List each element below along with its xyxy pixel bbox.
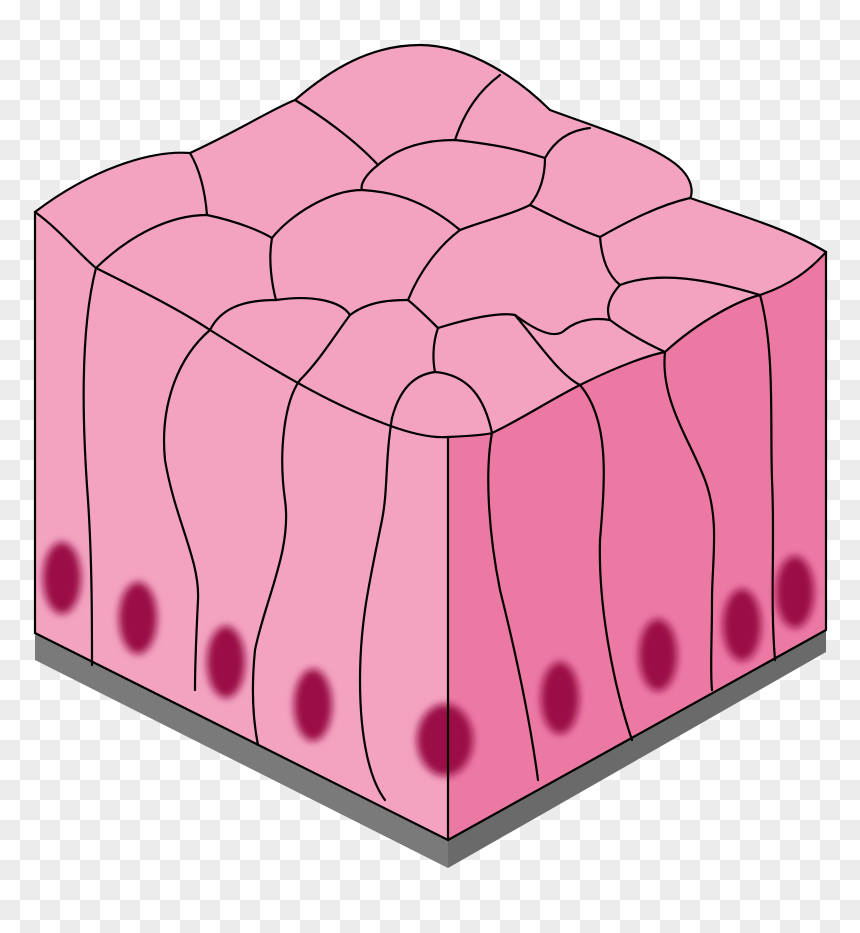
nucleus bbox=[294, 669, 332, 741]
top-cell-edge bbox=[513, 313, 582, 387]
nucleus bbox=[207, 626, 245, 698]
top-cell-edge bbox=[205, 213, 274, 240]
bottom-left-edge bbox=[33, 631, 450, 842]
nucleus bbox=[723, 589, 761, 661]
nucleus bbox=[43, 542, 81, 614]
nucleus bbox=[776, 556, 814, 628]
left-cell-edge bbox=[82, 266, 98, 667]
left-cell-boundaries bbox=[82, 266, 394, 802]
right-cell-boundaries bbox=[487, 293, 777, 782]
top-cell-edge bbox=[433, 370, 494, 435]
top-outline bbox=[33, 43, 828, 254]
top-cell-edge bbox=[94, 213, 209, 270]
nucleus bbox=[541, 662, 579, 734]
top-cell-edge bbox=[188, 151, 209, 217]
top-cell-edge bbox=[293, 98, 380, 167]
nucleus bbox=[639, 619, 677, 691]
top-cell-edge bbox=[618, 276, 762, 297]
basement-membrane-left bbox=[35, 633, 448, 868]
bottom-right-edge bbox=[446, 628, 828, 842]
left-cell-edge bbox=[251, 378, 302, 747]
top-cell-edge bbox=[270, 188, 364, 240]
nuclei bbox=[43, 542, 814, 776]
top-cell-edge bbox=[543, 126, 592, 160]
top-cell-edge bbox=[208, 298, 278, 332]
block-outline bbox=[33, 43, 828, 842]
top-cell-edge bbox=[376, 138, 547, 167]
left-face bbox=[35, 212, 448, 840]
top-cell-edge bbox=[513, 313, 612, 336]
top-cell-edge bbox=[274, 297, 352, 317]
top-cell-edge bbox=[360, 188, 462, 232]
left-cell-edge bbox=[163, 328, 212, 692]
nucleus bbox=[119, 582, 157, 654]
top-cell-edge bbox=[348, 298, 410, 317]
left-cell-edge bbox=[358, 416, 394, 802]
right-cell-edge bbox=[487, 431, 540, 782]
top-cell-edge bbox=[528, 203, 602, 239]
top-cell-edge bbox=[598, 235, 622, 287]
top-cell-edge bbox=[453, 73, 502, 142]
right-cell-edge bbox=[663, 350, 716, 692]
top-cell-edge bbox=[436, 313, 517, 330]
top-cell-edge bbox=[406, 228, 462, 302]
right-cell-edge bbox=[758, 293, 777, 662]
right-cell-edge bbox=[578, 383, 634, 742]
basement-membrane bbox=[35, 630, 826, 868]
top-cell-edge bbox=[390, 370, 437, 420]
top-cell-edge bbox=[432, 326, 440, 374]
basement-membrane-right bbox=[448, 630, 826, 868]
top-cell-edge bbox=[298, 313, 352, 382]
top-cell-edge bbox=[406, 298, 440, 330]
top-face bbox=[35, 45, 826, 438]
top-cell-boundaries bbox=[94, 73, 762, 435]
top-cell-edge bbox=[598, 196, 692, 239]
top-cell-edge bbox=[360, 163, 380, 192]
top-cell-edge bbox=[269, 236, 278, 302]
nucleus bbox=[417, 704, 473, 776]
